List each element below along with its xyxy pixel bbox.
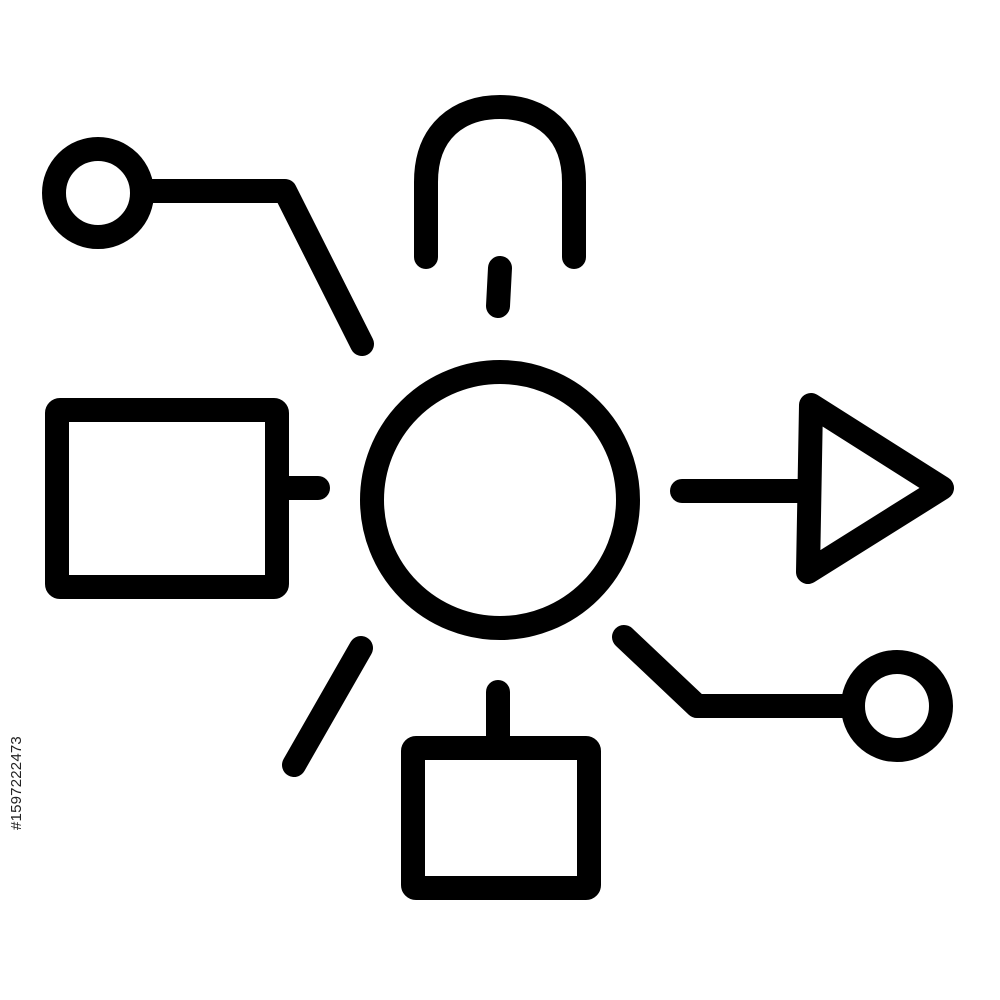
central-hub-circle <box>360 360 640 640</box>
top-left-terminal-circle <box>42 137 154 249</box>
bottom-right-terminal-circle <box>841 650 953 762</box>
top-arch-dash <box>486 256 512 318</box>
left-box <box>45 398 289 599</box>
bottom-right-elbow-connector <box>612 625 862 718</box>
top-arch-shape <box>414 95 586 269</box>
bottom-left-dash <box>282 636 373 777</box>
right-arrow-head-triangle <box>796 393 954 584</box>
bottom-box <box>401 736 601 900</box>
top-left-elbow-connector <box>134 179 374 356</box>
stock-id-watermark: #1597222473 <box>8 736 25 830</box>
